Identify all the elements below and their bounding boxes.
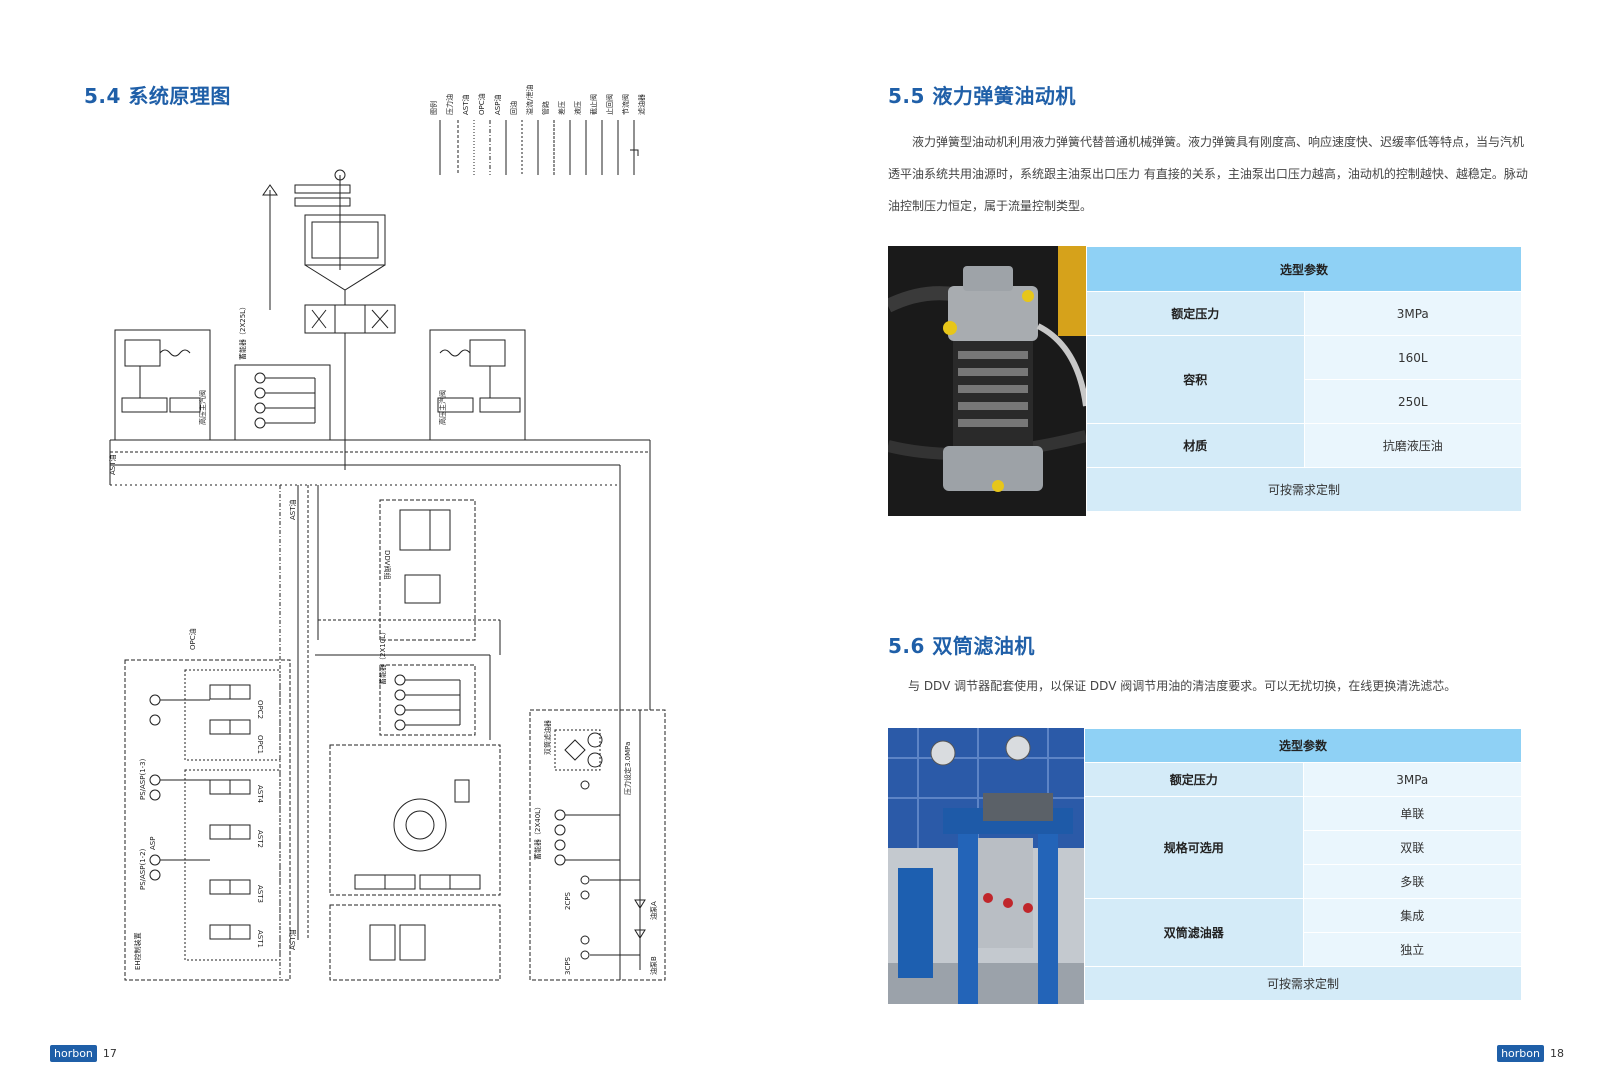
spec-label-volume: 容积 <box>1086 335 1305 424</box>
label-asp: ASP <box>149 837 157 850</box>
spec-value: 抗磨液压油 <box>1303 423 1522 468</box>
legend-item: 管路 <box>541 101 550 115</box>
spec-value: 多联 <box>1302 864 1522 899</box>
label-filter: 双筒滤油器 <box>543 720 552 755</box>
spec-label-rated-pressure: 额定压力 <box>1084 762 1304 797</box>
label-accum-top: 蓄能器（2X25L） <box>238 303 247 360</box>
label-ast1: AST1 <box>256 930 264 948</box>
spec-table-5-5: 选型参数 额定压力 3MPa 容积 160L 250L 材质 抗磨液压油 可按需… <box>1086 246 1522 512</box>
label-ddv: DDV阀组 <box>383 550 392 579</box>
brand-logo: horbon <box>1497 1045 1544 1062</box>
section-heading-5-4: 5.4 系统原理图 <box>84 84 231 108</box>
legend-item: 压力油 <box>445 94 454 115</box>
schematic-legend <box>439 120 639 175</box>
spec-header: 选型参数 <box>1084 728 1522 763</box>
label-pump-a: 油泵A <box>649 901 658 920</box>
label-opc2: OPC2 <box>256 700 264 719</box>
spec-label-spec-options: 规格可选用 <box>1084 796 1304 899</box>
section-5-6-paragraph: 与 DDV 调节器配套使用，以保证 DDV 阀调节用油的清洁度要求。可以无扰切换… <box>908 679 1457 693</box>
label-eh: EH控制装置 <box>133 932 142 970</box>
section-5-5-paragraph: 液力弹簧型油动机利用液力弹簧代替普通机械弹簧。液力弹簧具有刚度高、响应速度快、迟… <box>888 135 1528 213</box>
hydraulic-system-schematic: 蓄能器（2X25L） DDV阀组 蓄能器（2X10L） 蓄能器（2X40L） E… <box>108 85 666 981</box>
label-pump-b: 油泵B <box>649 956 658 975</box>
page-number: 18 <box>1550 1047 1564 1060</box>
legend-item: 止回阀 <box>605 94 614 115</box>
spec-label-material: 材质 <box>1086 423 1305 468</box>
label-ps1: PS/ASP(1-3) <box>139 758 147 800</box>
label-accum-mid: 蓄能器（2X10L） <box>378 628 387 685</box>
label-opc1: OPC1 <box>256 735 264 754</box>
footer-left: horbon 17 <box>50 1045 117 1062</box>
spec-value: 集成 <box>1302 898 1522 933</box>
spec-table-5-6: 选型参数 额定压力 3MPa 规格可选用 单联 双联 多联 双筒滤油器 集成 独… <box>1084 728 1522 1001</box>
spec-label-duplex-filter: 双筒滤油器 <box>1084 898 1304 967</box>
duplex-filter-unit-photo <box>888 728 1084 1004</box>
hydraulic-spring-actuator-photo <box>888 246 1086 516</box>
legend-item: 截止阀 <box>589 94 598 115</box>
spec-value: 独立 <box>1302 932 1522 967</box>
section-heading-5-5: 5.5 液力弹簧油动机 <box>888 84 1076 108</box>
label-ast-a: AST油 <box>108 454 117 475</box>
legend-item: 图例 <box>429 101 438 115</box>
legend-item: 差压 <box>557 101 566 115</box>
label-ast4: AST4 <box>256 785 264 804</box>
spec-value: 3MPa <box>1302 762 1522 797</box>
spec-label-rated-pressure: 额定压力 <box>1086 291 1305 336</box>
label-pressure: 压力设定3.0MPa <box>623 742 632 795</box>
legend-item: 节流阀 <box>621 94 630 115</box>
spec-header: 选型参数 <box>1086 246 1522 292</box>
brand-logo: horbon <box>50 1045 97 1062</box>
label-ast-c: AST油 <box>288 929 297 950</box>
spec-value: 3MPa <box>1303 291 1522 336</box>
spec-value: 250L <box>1303 379 1522 424</box>
spec-footer: 可按需求定制 <box>1084 966 1522 1001</box>
spec-footer: 可按需求定制 <box>1086 467 1522 512</box>
label-ast2: AST2 <box>256 830 264 848</box>
spec-value: 双联 <box>1302 830 1522 865</box>
spec-value: 单联 <box>1302 796 1522 831</box>
label-cps3: 3CPS <box>564 956 572 975</box>
label-accum-right: 蓄能器（2X40L） <box>533 803 542 860</box>
section-heading-5-6: 5.6 双筒滤油机 <box>888 634 1035 658</box>
legend-item: 回油 <box>509 101 518 115</box>
label-motor-left: 高压主汽阀 <box>198 390 207 425</box>
label-motor-right: 高压主汽阀 <box>438 390 447 425</box>
label-cps2: 2CPS <box>564 891 572 910</box>
legend-item: AST油 <box>461 94 470 115</box>
legend-item: 液压 <box>573 101 582 115</box>
spec-value: 160L <box>1303 335 1522 380</box>
legend-item: OPC油 <box>477 93 486 115</box>
label-ps2: PS/ASP(1-2) <box>139 848 147 890</box>
legend-item: 滤油器 <box>637 94 646 115</box>
legend-item: 溢流/泄油 <box>525 85 534 115</box>
label-ast3: AST3 <box>256 885 264 903</box>
label-ast-b: AST油 <box>288 499 297 520</box>
label-opc: OPC油 <box>188 628 197 650</box>
legend-item: ASP油 <box>493 95 502 115</box>
footer-right: horbon 18 <box>1497 1045 1564 1062</box>
page-number: 17 <box>102 1047 117 1060</box>
